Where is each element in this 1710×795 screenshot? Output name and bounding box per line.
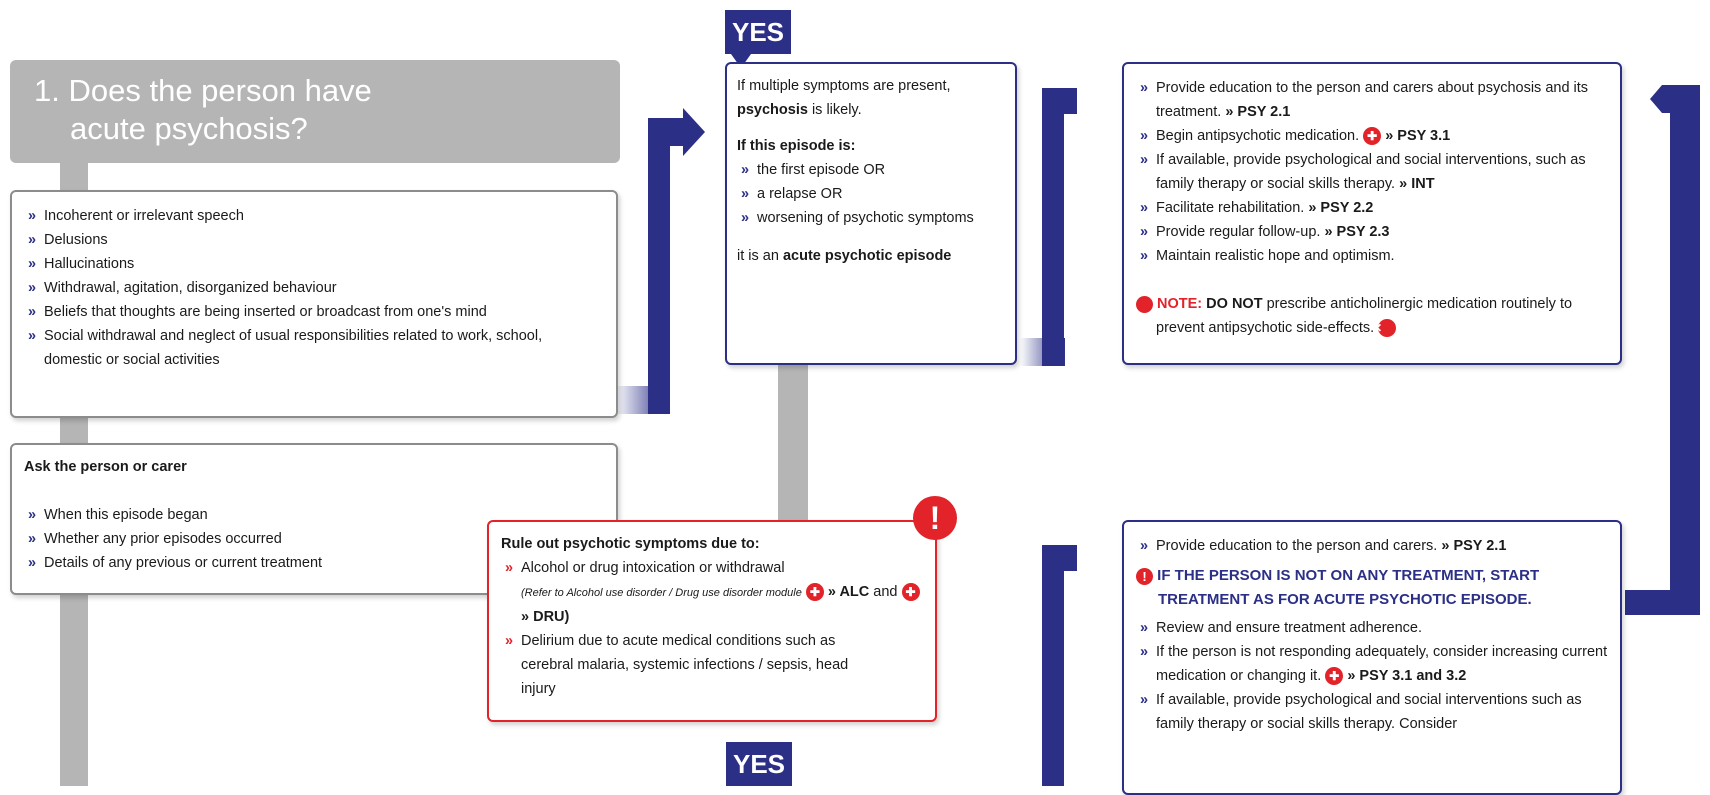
treatment-ref-1[interactable]: » PSY 2.1: [1225, 104, 1291, 120]
rule-out-item-1: Alcohol or drug intoxication or withdraw…: [521, 560, 785, 576]
medicine-icon: ✚: [901, 583, 920, 602]
connector-2-top: [1042, 88, 1077, 114]
connector-4-vertical: [1042, 545, 1064, 786]
symptoms-box: Incoherent or irrelevant speech Delusion…: [10, 190, 618, 418]
ask-item: Details of any previous or current treat…: [24, 551, 606, 575]
ongoing-item-3: If the person is not responding adequate…: [1156, 644, 1608, 684]
no-icon: ✕: [1372, 319, 1397, 338]
ongoing-item: Review and ensure treatment adherence.: [1136, 616, 1610, 640]
episode-item: a relapse OR: [737, 182, 1005, 206]
treatment-item: Begin antipsychotic medication. ✚ » PSY …: [1136, 124, 1610, 148]
question-number: 1.: [34, 73, 60, 108]
treatment-item-4: Facilitate rehabilitation.: [1156, 200, 1305, 216]
ongoing-item-1: Provide education to the person and care…: [1156, 538, 1438, 554]
acute-conclusion: it is an acute psychotic episode: [737, 244, 1005, 268]
acute-episode-box: If multiple symptoms are present, psycho…: [725, 62, 1017, 365]
connector-1-vertical: [648, 118, 670, 414]
treatment-item: Provide education to the person and care…: [1136, 76, 1610, 124]
rule-out-and: and: [873, 584, 898, 600]
rule-out-item: Delirium due to acute medical conditions…: [501, 629, 925, 701]
rule-out-box: Rule out psychotic symptoms due to: Alco…: [487, 520, 937, 722]
medicine-icon: ✚: [805, 583, 824, 602]
note-label: NOTE:: [1157, 296, 1203, 312]
ongoing-item: Provide education to the person and care…: [1136, 534, 1610, 558]
ask-box: Ask the person or carer When this episod…: [10, 443, 618, 595]
connector-3-arrow: [1650, 85, 1662, 113]
medicine-icon: ✚: [1325, 667, 1344, 686]
acute-intro-a: If multiple symptoms are present,: [737, 78, 951, 94]
treatment-item: Provide regular follow-up. » PSY 2.3: [1136, 220, 1610, 244]
treatment-item: Maintain realistic hope and optimism.: [1136, 244, 1610, 268]
connector-1-top: [648, 118, 683, 146]
symptom-item: Incoherent or irrelevant speech: [24, 204, 606, 228]
treatment-item-2: Begin antipsychotic medication.: [1156, 128, 1360, 144]
connector-3-bottom: [1625, 590, 1700, 615]
treatment-item-1: Provide education to the person and care…: [1156, 80, 1589, 120]
treatment-item: Facilitate rehabilitation. » PSY 2.2: [1136, 196, 1610, 220]
warning-icon: !: [913, 496, 957, 540]
symptom-item: Beliefs that thoughts are being inserted…: [24, 300, 606, 324]
ongoing-treatment-box: Provide education to the person and care…: [1122, 520, 1622, 795]
connector-4-top: [1042, 545, 1077, 571]
acute-intro-c: is likely.: [811, 102, 862, 118]
warning-icon: !: [1132, 295, 1153, 313]
treatment-note: ! NOTE: DO NOT prescribe anticholinergic…: [1132, 292, 1610, 340]
rule-out-ref-alc[interactable]: » ALC: [827, 584, 870, 600]
ask-list: When this episode began Whether any prio…: [24, 503, 606, 575]
acute-conclusion-a: it is an: [737, 248, 779, 264]
treatment-ref-5[interactable]: » PSY 2.3: [1324, 224, 1390, 240]
ongoing-ref-1[interactable]: » PSY 2.1: [1441, 538, 1507, 554]
ask-item: When this episode began: [24, 503, 606, 527]
ongoing-list: Provide education to the person and care…: [1136, 534, 1610, 558]
ongoing-list-2: Review and ensure treatment adherence. I…: [1136, 616, 1610, 736]
ongoing-alert: ! IF THE PERSON IS NOT ON ANY TREATMENT,…: [1136, 564, 1610, 612]
question-line-2: acute psychosis?: [70, 111, 308, 146]
ask-title: Ask the person or carer: [24, 459, 187, 475]
symptoms-list: Incoherent or irrelevant speech Delusion…: [24, 204, 606, 372]
treatment-item-5: Provide regular follow-up.: [1156, 224, 1321, 240]
acute-intro-b: psychosis: [737, 102, 808, 118]
symptom-item: Hallucinations: [24, 252, 606, 276]
connector-1-arrow: [683, 108, 705, 156]
rule-out-item: Alcohol or drug intoxication or withdraw…: [501, 556, 925, 629]
question-header: 1. Does the person have acute psychosis?: [10, 60, 620, 163]
treatment-item-3: If available, provide psychological and …: [1156, 152, 1586, 192]
rule-out-list: Alcohol or drug intoxication or withdraw…: [501, 556, 925, 701]
note-text: prescribe anticholinergic medication rou…: [1156, 296, 1573, 336]
ongoing-item: If available, provide psychological and …: [1136, 688, 1610, 736]
symptom-item: Delusions: [24, 228, 606, 252]
treatment-ref-2[interactable]: » PSY 3.1: [1385, 128, 1451, 144]
rule-out-title: Rule out psychotic symptoms due to:: [501, 536, 760, 552]
yes-label-bottom: YES: [726, 742, 792, 786]
episode-heading: If this episode is:: [737, 138, 856, 154]
grey-connector-middle: [778, 365, 808, 525]
treatment-item: If available, provide psychological and …: [1136, 148, 1610, 196]
symptom-item: Social withdrawal and neglect of usual r…: [24, 324, 606, 372]
treatment-ref-4[interactable]: » PSY 2.2: [1308, 200, 1374, 216]
ongoing-ref-3[interactable]: » PSY 3.1 and 3.2: [1347, 668, 1467, 684]
episode-item: the first episode OR: [737, 158, 1005, 182]
symptom-item: Withdrawal, agitation, disorganized beha…: [24, 276, 606, 300]
warning-icon: !: [1136, 567, 1153, 585]
episode-list: the first episode OR a relapse OR worsen…: [737, 158, 1005, 230]
connector-3-vertical: [1670, 85, 1700, 615]
question-line-1: Does the person have: [68, 73, 372, 108]
ongoing-item: If the person is not responding adequate…: [1136, 640, 1610, 688]
acute-intro: If multiple symptoms are present, psycho…: [737, 74, 1005, 122]
connector-2-vertical: [1042, 88, 1064, 366]
yes-label-top: YES: [725, 10, 791, 54]
acute-conclusion-b: acute psychotic episode: [782, 248, 952, 264]
ask-item: Whether any prior episodes occurred: [24, 527, 606, 551]
treatment-list: Provide education to the person and care…: [1136, 76, 1610, 268]
rule-out-ref-dru[interactable]: » DRU): [521, 609, 570, 625]
ongoing-alert-text: IF THE PERSON IS NOT ON ANY TREATMENT, S…: [1157, 567, 1540, 608]
treatment-ref-3[interactable]: » INT: [1399, 176, 1435, 192]
episode-item: worsening of psychotic symptoms: [737, 206, 1005, 230]
medicine-icon: ✚: [1363, 127, 1382, 146]
note-bold: DO NOT: [1206, 296, 1263, 312]
rule-out-note: (Refer to Alcohol use disorder / Drug us…: [521, 587, 802, 599]
treatment-box: Provide education to the person and care…: [1122, 62, 1622, 365]
